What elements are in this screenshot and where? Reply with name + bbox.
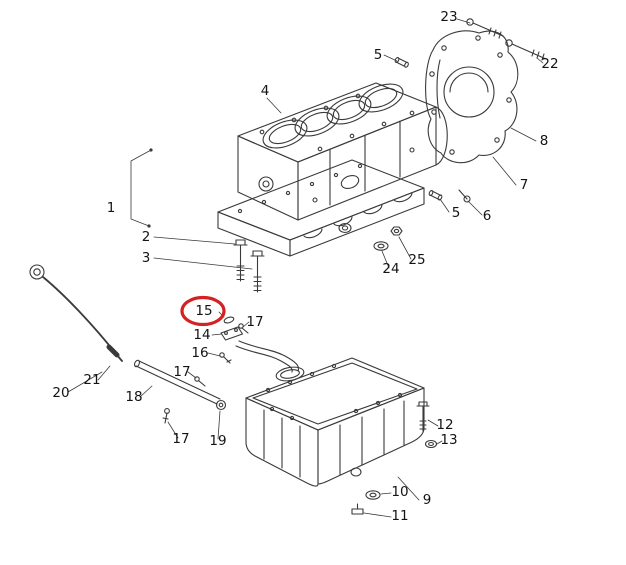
callout-label-3: 3 bbox=[142, 250, 151, 266]
callout-label-17-b: 17 bbox=[173, 364, 190, 380]
callout-label-2: 2 bbox=[142, 229, 151, 245]
callout-label-6: 6 bbox=[483, 208, 492, 224]
callout-label-17-c: 17 bbox=[172, 431, 189, 447]
engine-block-drawing bbox=[237, 82, 448, 221]
callout-label-19: 19 bbox=[209, 433, 226, 449]
callout-label-20: 20 bbox=[52, 385, 69, 401]
diagram-line-art bbox=[29, 18, 547, 518]
callout-label-23: 23 bbox=[440, 9, 457, 25]
callout-label-18: 18 bbox=[125, 389, 142, 405]
callout-label-11: 11 bbox=[391, 508, 408, 524]
callout-label-25: 25 bbox=[408, 252, 425, 268]
oil-pickup-drawing bbox=[194, 316, 305, 387]
callout-label-16: 16 bbox=[191, 345, 208, 361]
callout-label-24: 24 bbox=[382, 261, 399, 277]
callout-label-1: 1 bbox=[107, 200, 116, 216]
leader-lines bbox=[67, 18, 544, 518]
callout-labels: 23 22 5 4 8 7 1 5 6 2 3 25 24 15 17 14 1… bbox=[52, 9, 558, 524]
callout-label-14: 14 bbox=[193, 327, 210, 343]
fastener-drawings bbox=[233, 18, 547, 515]
callout-label-21: 21 bbox=[83, 372, 100, 388]
callout-label-12: 12 bbox=[436, 417, 453, 433]
oil-pan-drawing bbox=[245, 357, 425, 487]
dipstick-drawing bbox=[29, 264, 227, 424]
highlight-ring bbox=[180, 295, 226, 327]
bedplate-drawing bbox=[217, 159, 425, 257]
callout-label-8: 8 bbox=[540, 133, 549, 149]
callout-label-9: 9 bbox=[423, 492, 432, 508]
callout-label-15-highlighted: 15 bbox=[195, 303, 212, 319]
callout-label-5-lower: 5 bbox=[452, 205, 461, 221]
callout-label-7: 7 bbox=[520, 177, 529, 193]
callout-label-17-a: 17 bbox=[246, 314, 263, 330]
callout-label-10: 10 bbox=[391, 484, 408, 500]
callout-label-22: 22 bbox=[541, 56, 558, 72]
callout-label-5-upper: 5 bbox=[374, 47, 383, 63]
rear-plate-drawing bbox=[425, 30, 519, 164]
callout-label-4: 4 bbox=[261, 83, 270, 99]
callout-label-13: 13 bbox=[440, 432, 457, 448]
